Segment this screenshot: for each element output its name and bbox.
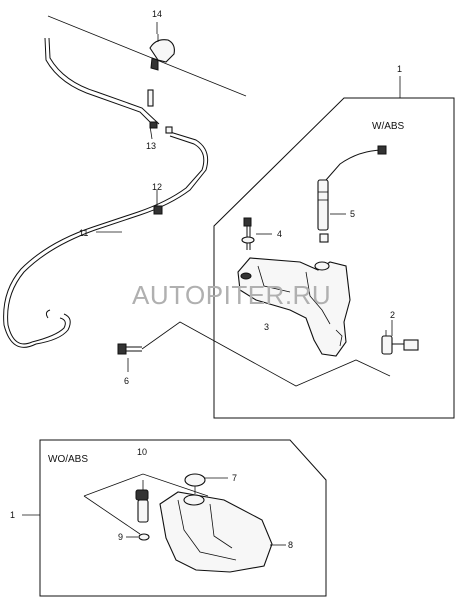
part-4-bolt: [241, 217, 255, 250]
part-6-screw: [117, 343, 142, 355]
callout-1-top: 1: [397, 64, 402, 74]
part-5-sensor: [317, 145, 387, 243]
callout-7: 7: [232, 473, 237, 483]
box-title-without-abs: WO/ABS: [48, 454, 88, 465]
callout-6: 6: [124, 376, 129, 386]
box-without-abs: 1 WO/ABS: [10, 439, 327, 597]
leader-13: [149, 125, 153, 140]
callout-2: 2: [390, 310, 395, 320]
part-8-tank: [159, 491, 273, 573]
callout-4: 4: [277, 229, 282, 239]
callout-1-bottom: 1: [10, 510, 15, 520]
box-with-abs: 1 W/ABS: [213, 64, 455, 419]
box-title-with-abs: W/ABS: [372, 121, 405, 132]
part-14-cap: [149, 34, 175, 71]
part-9-grommet: [138, 533, 150, 541]
watermark: AUTOPITER.RU: [132, 280, 331, 310]
callout-8: 8: [288, 540, 293, 550]
callout-10: 10: [137, 447, 147, 457]
part-7-cap: [184, 473, 206, 494]
leader-10-7: [83, 473, 209, 497]
callout-14: 14: [152, 9, 162, 19]
leader-9: [83, 495, 141, 535]
hose-segment: [147, 89, 154, 107]
callout-11: 11: [79, 228, 88, 238]
callout-9: 9: [118, 532, 123, 542]
part-3-reservoir: [237, 257, 351, 357]
part-13-joint: [149, 121, 173, 134]
leader-6-path: [141, 321, 391, 387]
callout-12: 12: [152, 182, 162, 192]
washer-hose: [3, 37, 209, 348]
callout-5: 5: [350, 209, 355, 219]
part-10-pump: [135, 480, 149, 523]
leader-line: [47, 15, 247, 97]
part-2-connector: [381, 330, 419, 355]
callout-13: 13: [146, 141, 156, 151]
callout-3: 3: [264, 322, 269, 332]
part-12-clip: [153, 205, 163, 215]
